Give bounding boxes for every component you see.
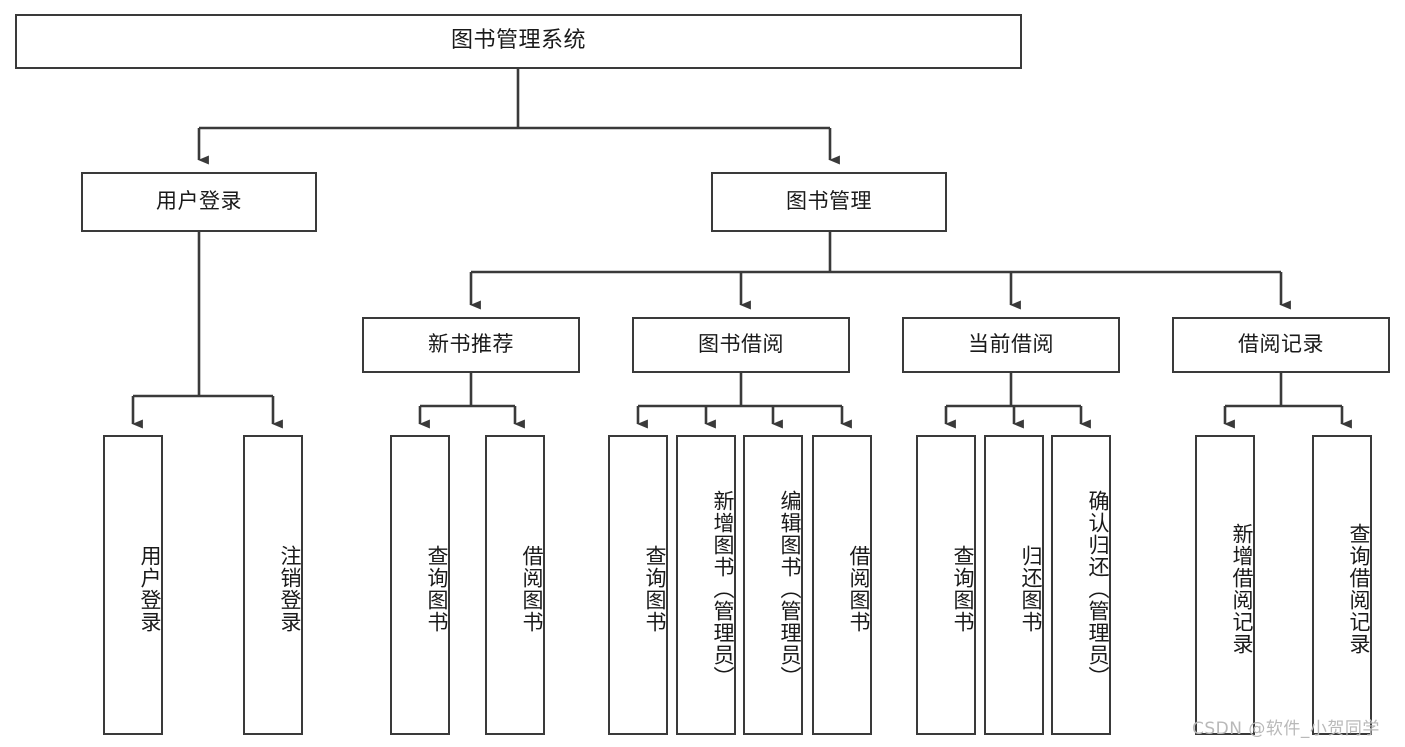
node-leaf-query-book-cur[interactable]: 查询图书	[916, 435, 976, 735]
node-leaf-confirm-return-admin[interactable]: 确认归还（管理员）	[1051, 435, 1111, 735]
node-label: 借阅图书	[520, 545, 544, 633]
node-book-borrow[interactable]: 图书借阅	[632, 317, 850, 373]
node-leaf-add-book-admin[interactable]: 新增图书（管理员）	[676, 435, 736, 735]
node-leaf-query-borrow-record[interactable]: 查询借阅记录	[1312, 435, 1372, 735]
node-label: 图书管理	[786, 189, 872, 214]
node-leaf-borrow-book-rec[interactable]: 借阅图书	[485, 435, 545, 735]
node-current-borrow[interactable]: 当前借阅	[902, 317, 1120, 373]
node-leaf-query-book-borrow[interactable]: 查询图书	[608, 435, 668, 735]
node-borrow-record[interactable]: 借阅记录	[1172, 317, 1390, 373]
node-label: 用户登录	[138, 545, 162, 633]
node-label: 查询图书	[951, 545, 975, 633]
node-label: 查询图书	[425, 545, 449, 633]
node-label: 编辑图书（管理员）	[778, 490, 802, 688]
csdn-watermark: CSDN @软件_小贺同学	[1192, 719, 1380, 739]
node-label: 借阅图书	[847, 545, 871, 633]
node-label: 当前借阅	[968, 332, 1054, 357]
node-label: 用户登录	[156, 189, 242, 214]
node-label: 注销登录	[278, 545, 302, 633]
node-new-book-recommend[interactable]: 新书推荐	[362, 317, 580, 373]
node-label: 借阅记录	[1238, 332, 1324, 357]
node-label: 图书管理系统	[450, 28, 586, 54]
node-label: 确认归还（管理员）	[1086, 490, 1110, 688]
node-label: 查询图书	[643, 545, 667, 633]
node-leaf-return-book[interactable]: 归还图书	[984, 435, 1044, 735]
node-leaf-user-login[interactable]: 用户登录	[103, 435, 163, 735]
node-label: 图书借阅	[698, 332, 784, 357]
node-label: 新增借阅记录	[1230, 523, 1254, 655]
node-label: 新书推荐	[428, 332, 514, 357]
node-leaf-logout[interactable]: 注销登录	[243, 435, 303, 735]
node-leaf-borrow-book[interactable]: 借阅图书	[812, 435, 872, 735]
node-leaf-add-borrow-record[interactable]: 新增借阅记录	[1195, 435, 1255, 735]
node-root[interactable]: 图书管理系统	[15, 14, 1022, 69]
node-label: 新增图书（管理员）	[711, 490, 735, 688]
node-user-login[interactable]: 用户登录	[81, 172, 317, 232]
node-leaf-edit-book-admin[interactable]: 编辑图书（管理员）	[743, 435, 803, 735]
node-label: 查询借阅记录	[1347, 523, 1371, 655]
node-leaf-query-book-rec[interactable]: 查询图书	[390, 435, 450, 735]
node-label: 归还图书	[1019, 545, 1043, 633]
node-book-manage[interactable]: 图书管理	[711, 172, 947, 232]
